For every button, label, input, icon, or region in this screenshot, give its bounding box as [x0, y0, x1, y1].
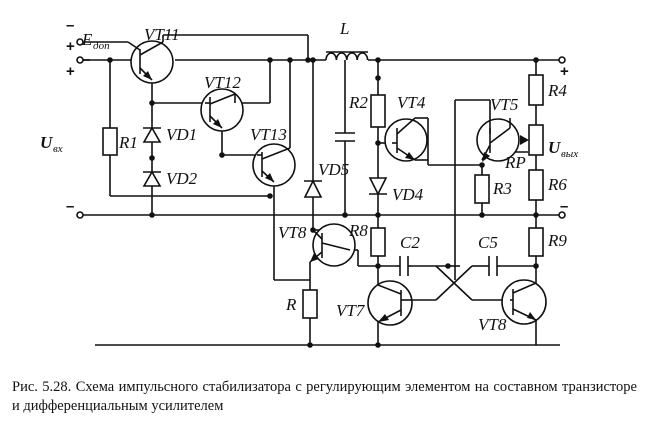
inductor-l: [325, 52, 369, 61]
input-minus-sign: –: [66, 198, 74, 215]
label-r8: R8: [348, 221, 368, 240]
output-minus-sign: –: [560, 198, 568, 215]
label-r3: R3: [492, 179, 512, 198]
circuit-schematic: – + + – + –: [40, 17, 578, 348]
label-c2: C2: [400, 233, 420, 252]
label-r1: R1: [118, 133, 138, 152]
capacitor-c5: [486, 256, 500, 276]
label-vt5: VT5: [490, 95, 518, 114]
output-plus-sign: +: [560, 63, 569, 80]
label-vt4: VT4: [397, 93, 426, 112]
edop-minus-sign: –: [66, 17, 74, 34]
transistor-vt12: [200, 88, 244, 132]
label-r6: R6: [547, 175, 567, 194]
resistor-r2: [370, 94, 386, 128]
label-rp: RP: [504, 153, 526, 172]
transistor-vt5: [476, 100, 520, 162]
label-vt11: VT11: [144, 25, 180, 44]
resistor-r4: [528, 74, 544, 106]
edop-plus-sign: +: [66, 38, 75, 55]
transistor-vt11: [127, 40, 174, 84]
resistor-r: [302, 289, 318, 319]
label-vt7: VT7: [336, 301, 366, 320]
label-uin: U: [40, 133, 53, 152]
transistor-vt13: [252, 143, 296, 187]
label-uout: U: [548, 138, 561, 157]
capacitors: [335, 132, 500, 276]
capacitor-c2: [396, 256, 412, 276]
label-c5: C5: [478, 233, 498, 252]
label-r: R: [285, 295, 297, 314]
label-vd2: VD2: [166, 169, 198, 188]
figure-caption: Рис. 5.28. Схема импульсного стабилизато…: [12, 379, 637, 414]
diode-vd5: [303, 175, 323, 198]
diode-vd2: [142, 170, 162, 187]
label-r4: R4: [547, 81, 567, 100]
label-r2: R2: [348, 93, 368, 112]
label-l: L: [339, 19, 349, 38]
label-vd1: VD1: [166, 125, 197, 144]
resistors: [102, 74, 544, 319]
label-r9: R9: [547, 231, 567, 250]
input-plus-sign: +: [66, 63, 75, 80]
transistor-vt4: [384, 117, 428, 162]
transistor-vt7: [367, 280, 413, 326]
label-uin-sub: вх: [53, 143, 63, 155]
label-e-sub: доп: [93, 40, 110, 52]
resistor-r9: [528, 227, 544, 257]
terminals: [76, 38, 566, 219]
label-vt13: VT13: [250, 125, 287, 144]
diode-vd4: [368, 177, 388, 198]
diodes: [142, 126, 388, 198]
label-e: E: [81, 30, 93, 49]
rp-wiper-arrow: [520, 135, 529, 145]
label-uout-sub: вых: [561, 148, 578, 160]
label-vt12: VT12: [204, 73, 241, 92]
resistor-r6: [528, 169, 544, 201]
label-vd4: VD4: [392, 185, 424, 204]
label-vt8-upper: VT8: [278, 223, 307, 242]
junction-dots: [107, 57, 539, 348]
resistor-r3: [474, 174, 490, 204]
label-vd5: VD5: [318, 160, 349, 179]
resistor-rp: [528, 124, 544, 156]
resistor-r1: [102, 127, 118, 156]
capacitor-filter: [335, 132, 355, 142]
diode-vd1: [142, 126, 162, 143]
label-vt8-lower: VT8: [478, 315, 507, 334]
transistor-vt8-lower: [501, 279, 547, 325]
transistor-vt8-upper: [309, 223, 356, 267]
resistor-r8: [370, 227, 386, 257]
